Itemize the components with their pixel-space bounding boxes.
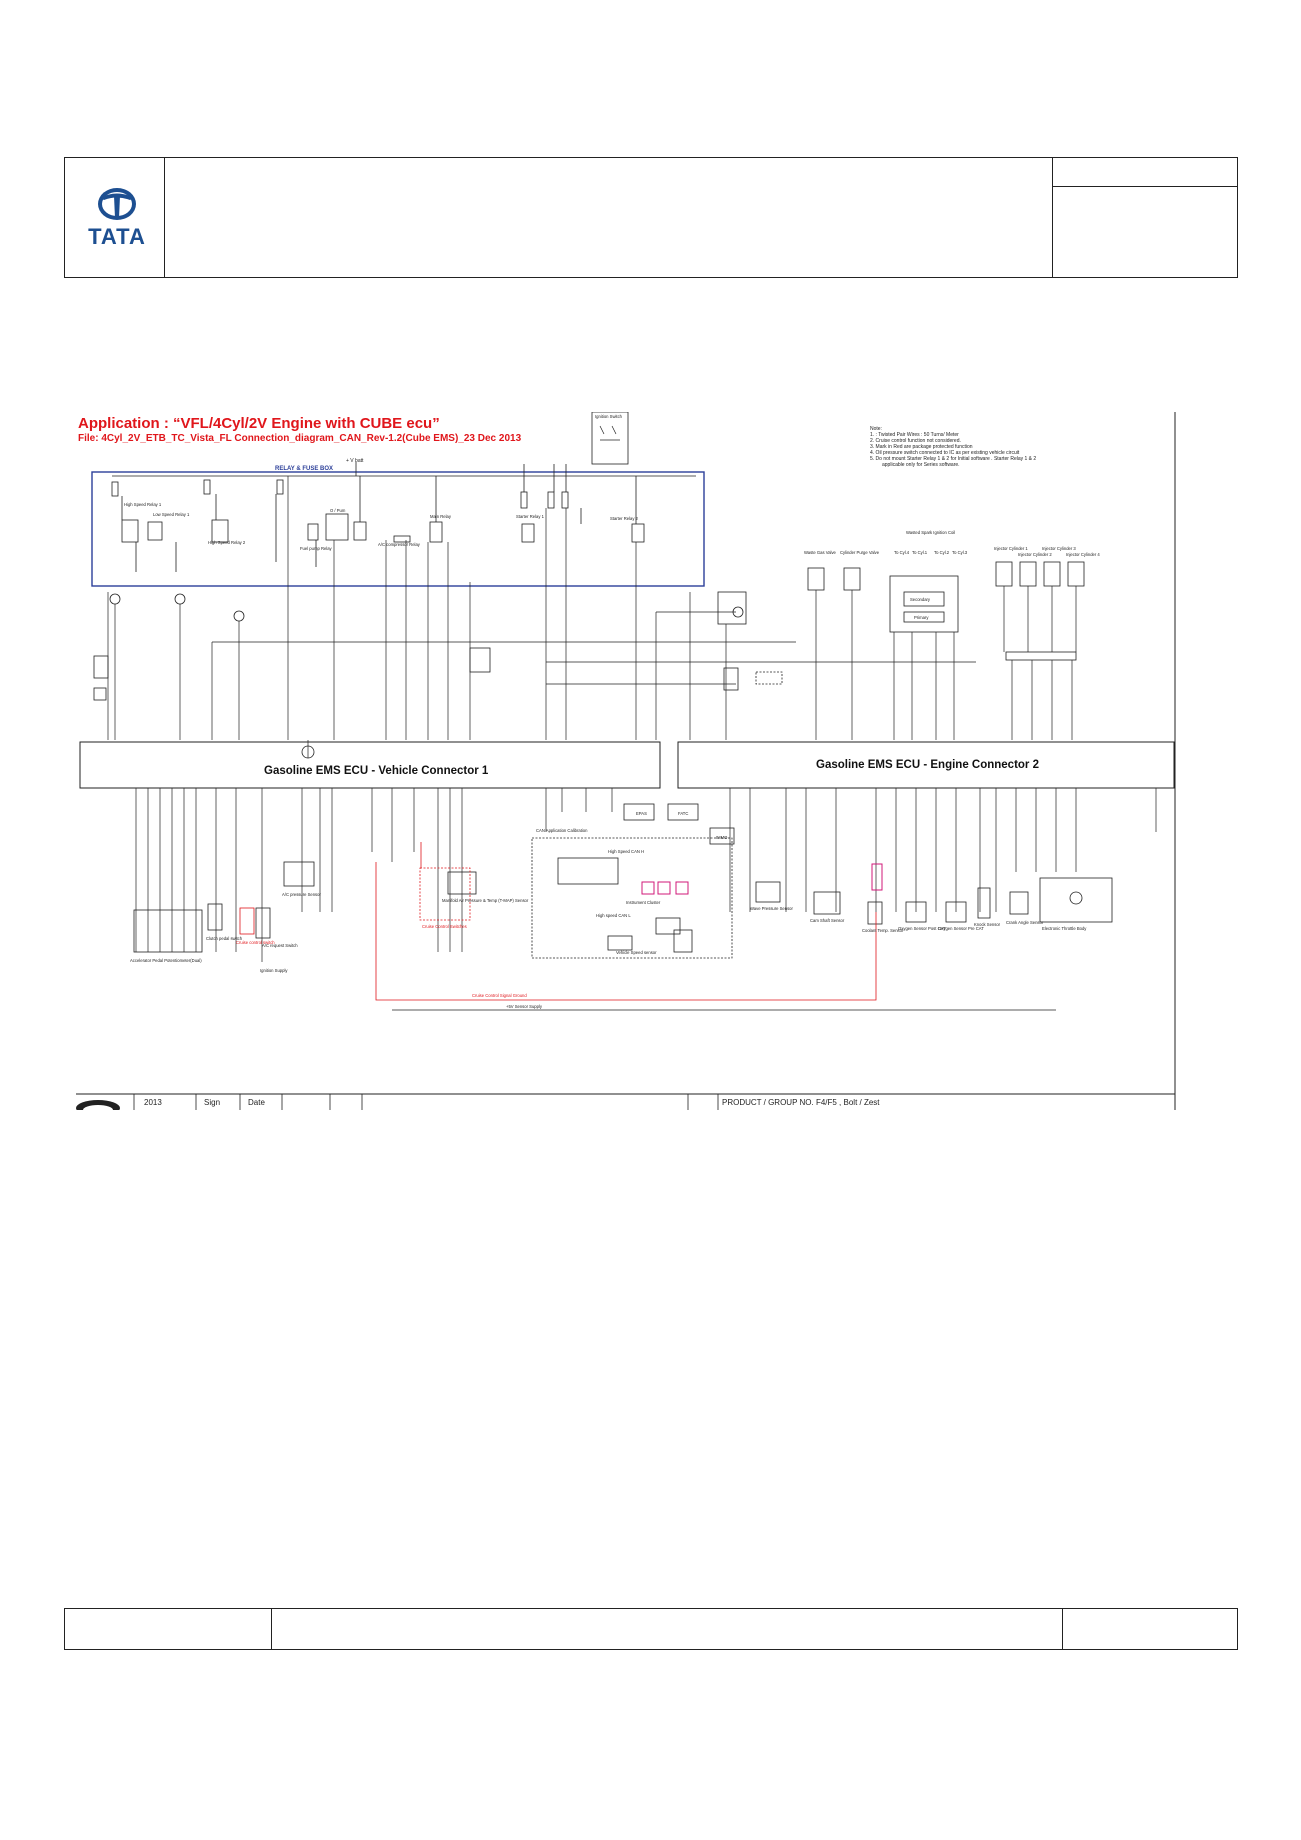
note-5: 5. Do not mount Starter Relay 1 & 2 for … — [870, 456, 1036, 462]
wasted-spark-label: Wasted Spark Ignition Coil — [906, 530, 955, 535]
comp-cyl3: To Cyl.3 — [952, 550, 968, 555]
comp-crank: Crank Angle Sensor — [1006, 920, 1044, 925]
comp-ac-pressure: A/C pressure Sensor — [282, 892, 321, 897]
comp-inj4: Injector Cylinder 4 — [1066, 552, 1100, 557]
ecu-engine-connector — [677, 741, 1175, 789]
comp-inj3: Injector Cylinder 3 — [1042, 546, 1076, 551]
relay-box-label: RELAY & FUSE BOX — [275, 466, 333, 472]
note-1: 1. : Twisted Pair Wires : 50 Turns/ Mete… — [870, 432, 959, 438]
relay-label-hs2: High Speed Relay 2 — [208, 540, 246, 545]
header-title-cell — [164, 157, 1053, 278]
comp-clutch: Clutch pedal switch — [206, 936, 243, 941]
comp-accel-pedal: Accelerator Pedal Potentiometer(Dual) — [130, 958, 202, 963]
cruise-switches-box — [419, 867, 471, 921]
comp-cam: Cam Shaft Sensor — [810, 918, 845, 923]
relay-label-ac: A/C compressor Relay — [378, 542, 421, 547]
relay-label-starter1: Starter Relay 1 — [516, 514, 545, 519]
comp-cyl4: To Cyl.4 — [894, 550, 910, 555]
can-epas: EPAS — [636, 811, 647, 816]
tata-logo: TATA — [84, 186, 150, 250]
footer-date: Date — [248, 1098, 265, 1107]
tata-emblem-icon — [98, 188, 136, 220]
footer-year: 2013 — [144, 1098, 162, 1107]
comp-ac-request: A/C request Switch — [262, 943, 298, 948]
comp-o2-post: Oxygen Sensor Post CAT — [898, 926, 946, 931]
diagram-title: Application : “VFL/4Cyl/2V Engine with C… — [78, 415, 440, 432]
comp-ign-supply: Ignition Supply — [260, 968, 288, 973]
ignition-switch-box — [591, 412, 629, 465]
engine-wiring-diagram: Application : “VFL/4Cyl/2V Engine with C… — [76, 412, 1176, 1110]
ecu-engine-label: Gasoline EMS ECU - Engine Connector 2 — [816, 759, 1039, 771]
notes-block: Note: 1. : Twisted Pair Wires : 50 Turns… — [870, 426, 1036, 468]
logo-text: TATA — [88, 224, 146, 249]
relay-label-opump: O / Pum — [330, 508, 346, 513]
comp-coolant: Coolant Temp. Sensor — [862, 928, 904, 933]
relay-label-fuel: Fuel pump Relay — [300, 546, 333, 551]
note-6: applicable only for Series software. — [882, 462, 960, 468]
ignition-switch-label: Ignition Switch — [595, 414, 623, 419]
coil-secondary: Secondary — [910, 597, 931, 602]
comp-inj1: Injector Cylinder 1 — [994, 546, 1028, 551]
can-immo: IMMO — [716, 835, 728, 840]
comp-tmap: Manifold Air Pressure & Temp (T-MAP) Sen… — [442, 898, 529, 903]
comp-purge: Cylinder Purge Valve — [840, 550, 880, 555]
comp-cyl2: To Cyl.2 — [934, 550, 950, 555]
footer-sign: Sign — [204, 1098, 220, 1107]
can-calibration: CAN Application Calibration — [536, 828, 588, 833]
note-0: Note: — [870, 426, 882, 432]
relay-label-ls1: Low Speed Relay 1 — [153, 512, 190, 517]
cruise-ground-label: Cruise Control Signal Ground — [472, 993, 527, 998]
relay-label-main: Main Relay — [430, 514, 452, 519]
footer-middle-cell — [271, 1608, 1063, 1650]
sensor-supply-label: +5V Sensor Supply — [506, 1004, 543, 1009]
note-2: 2. Cruise control function not considere… — [870, 438, 961, 444]
note-4: 4. Oil pressure switch connected to IC a… — [870, 450, 1020, 456]
header-right-cell — [1052, 157, 1238, 278]
comp-etb: Electronic Throttle Body — [1042, 926, 1087, 931]
comp-inj2: Injector Cylinder 2 — [1018, 552, 1052, 557]
vbatt-label: + V batt — [346, 458, 364, 464]
ecu-vehicle-connector — [79, 741, 661, 789]
comp-o2-pre: Oxygen Sensor Pre CAT — [938, 926, 984, 931]
comp-wave-pressure: Wave Pressure Sensor — [750, 906, 794, 911]
comp-cruise-switch: Cruise control switch — [236, 940, 275, 945]
comp-cruise-switches: Cruise Control Switches — [422, 924, 467, 929]
note-3: 3. Mark in Red are package protected fun… — [870, 444, 973, 450]
comp-cyl1: To Cyl.1 — [912, 550, 928, 555]
coil-primary: Primary — [914, 615, 929, 620]
ecu-vehicle-label: Gasoline EMS ECU - Vehicle Connector 1 — [264, 765, 489, 777]
footer-left-cell — [64, 1608, 272, 1650]
footer-right-cell — [1062, 1608, 1238, 1650]
can-fatc: FATC — [678, 811, 688, 816]
comp-waste-gas: Waste Gas Valve — [804, 550, 837, 555]
comp-knock: Knock Sensor — [974, 922, 1001, 927]
relay-label-starter2: Starter Relay 2 — [610, 516, 639, 521]
relay-label-hs1: High Speed Relay 1 — [124, 502, 162, 507]
can-hs-h: High Speed CAN H — [608, 849, 644, 854]
relay-fuse-box — [91, 471, 705, 587]
comp-vss: Vehicle Speed sensor — [616, 950, 657, 955]
diagram-subtitle: File: 4Cyl_2V_ETB_TC_Vista_FL Connection… — [78, 433, 522, 444]
footer-product: PRODUCT / GROUP NO. F4/F5 , Bolt / Zest — [722, 1098, 880, 1107]
can-hs-l: High speed CAN L — [596, 913, 631, 918]
comp-cluster: Instrument Cluster — [626, 900, 661, 905]
